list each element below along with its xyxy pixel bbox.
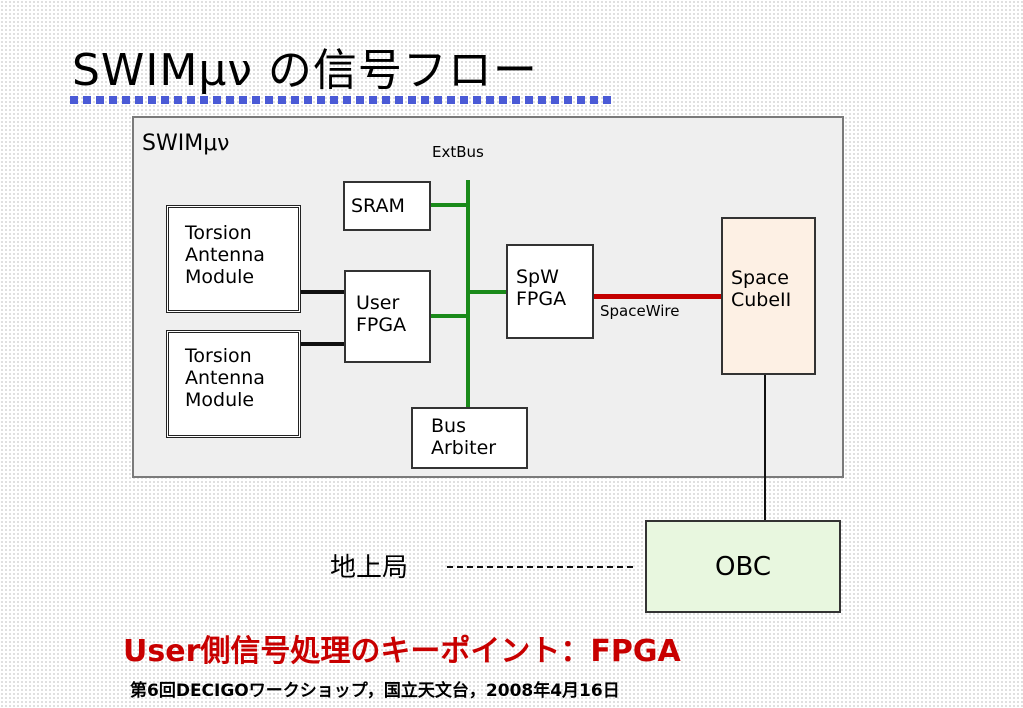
torsion1-line-2: Antenna — [185, 244, 265, 266]
spacewire-label: SpaceWire — [600, 302, 680, 320]
torsion-antenna-module-2: Torsion Antenna Module — [166, 330, 301, 438]
spw-fpga-box: SpW FPGA — [506, 244, 594, 339]
space-cube-line-1: Space — [731, 267, 789, 289]
wire-userfpga-bus — [430, 314, 468, 318]
footer-text: 第6回DECIGOワークショップ，国立天文台，2008年4月16日 — [130, 681, 620, 701]
user-fpga-box: User FPGA — [344, 270, 431, 363]
ground-link-dashed-line — [447, 566, 633, 568]
keypoint-text: User側信号処理のキーポイント：FPGA — [123, 634, 681, 669]
extbus-label: ExtBus — [432, 143, 484, 161]
spacewire-link — [593, 294, 721, 299]
torsion2-line-2: Antenna — [185, 367, 265, 389]
obc-box: OBC — [645, 520, 841, 613]
user-fpga-line-2: FPGA — [356, 314, 407, 336]
space-cube-box: Space CubeII — [721, 217, 816, 375]
sram-line-1: SRAM — [351, 195, 405, 217]
torsion1-line-1: Torsion — [185, 222, 252, 244]
space-cube-line-2: CubeII — [731, 289, 792, 311]
torsion2-line-1: Torsion — [185, 345, 252, 367]
spw-fpga-line-2: FPGA — [516, 288, 567, 310]
wire-torsion1-userfpga — [300, 290, 346, 294]
wire-spacecube-obc — [764, 374, 766, 520]
bus-arbiter-line-1: Bus — [431, 415, 466, 437]
bus-arbiter-line-2: Arbiter — [431, 437, 497, 459]
spw-fpga-line-1: SpW — [516, 266, 559, 288]
slide-title: SWIMμν の信号フロー — [72, 45, 538, 96]
wire-sram-bus — [430, 203, 468, 207]
panel-label: SWIMμν — [142, 131, 230, 156]
obc-label: OBC — [715, 551, 771, 582]
extbus-line — [466, 180, 470, 409]
torsion2-line-3: Module — [185, 389, 255, 411]
sram-box: SRAM — [343, 181, 431, 231]
torsion1-line-3: Module — [185, 266, 255, 288]
wire-torsion2-userfpga — [300, 342, 346, 346]
wire-bus-spwfpga — [468, 290, 508, 294]
bus-arbiter-box: Bus Arbiter — [411, 407, 528, 469]
torsion-antenna-module-1: Torsion Antenna Module — [166, 205, 301, 313]
title-underline — [70, 96, 615, 104]
ground-station-label: 地上局 — [330, 553, 409, 583]
user-fpga-line-1: User — [356, 292, 400, 314]
